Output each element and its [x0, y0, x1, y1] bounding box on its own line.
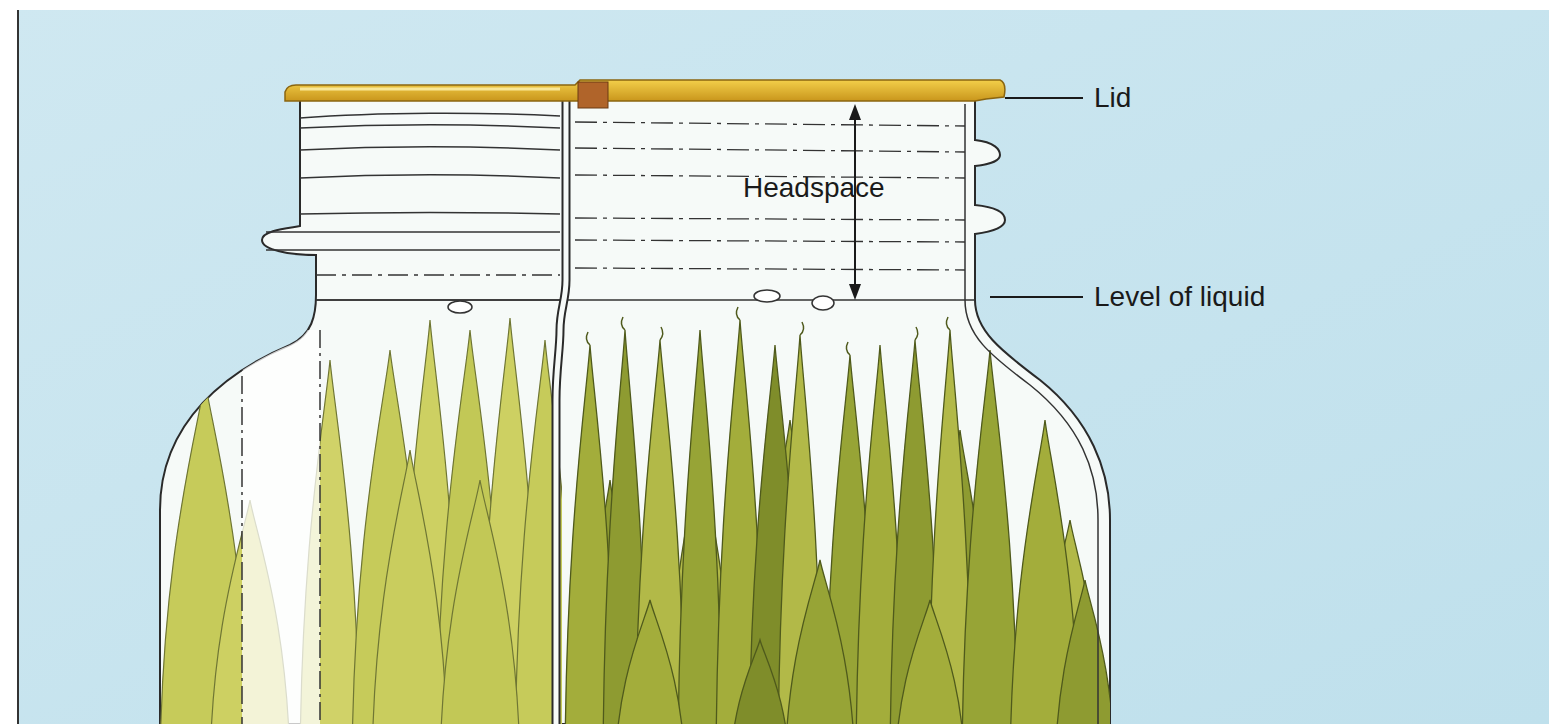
liquid-level-line [316, 299, 975, 301]
lid-section [578, 82, 608, 108]
neck-threads [266, 113, 560, 300]
part-label: Level of liquid [1094, 283, 1265, 311]
part-label: Headspace [743, 174, 885, 202]
beans-exterior [160, 318, 575, 724]
margin [0, 0, 18, 724]
beans-cutaway [565, 307, 1115, 724]
arrow-head [849, 104, 861, 120]
lid [285, 80, 1005, 101]
leader-line [1005, 97, 1083, 99]
lid-highlight [300, 88, 560, 91]
air-bubbles [448, 290, 834, 313]
leader-line [990, 296, 1083, 298]
part-label: Lid [1094, 84, 1131, 112]
arrow-head [849, 284, 861, 300]
cut-edge [556, 95, 566, 724]
cut-edge [556, 95, 566, 724]
frame-line [17, 10, 19, 724]
neck-inner-lines [575, 122, 965, 270]
margin [0, 0, 1549, 10]
inner-glass-wall [965, 104, 1098, 724]
headspace-arrow [854, 112, 856, 293]
